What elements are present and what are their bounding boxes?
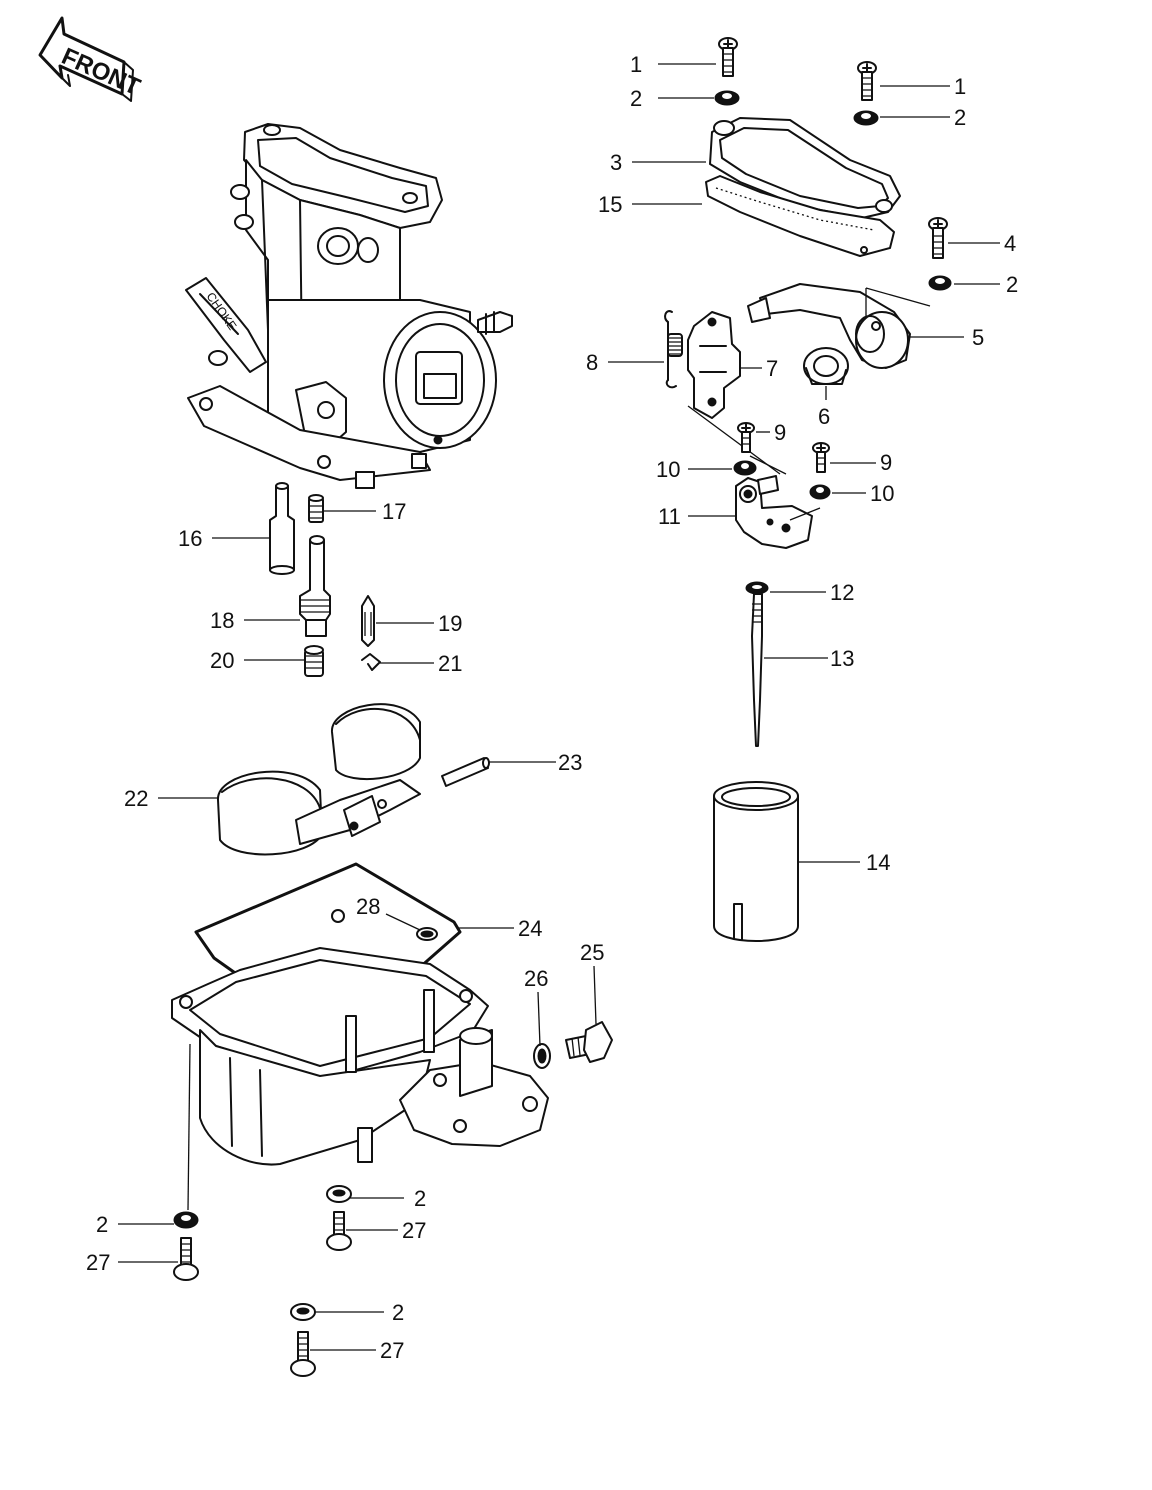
callout-19: 20: [210, 648, 234, 673]
callout-13: 13: [830, 646, 854, 671]
washer-26: [533, 1043, 551, 1069]
callout-28: 28: [356, 894, 380, 919]
callout-2: 2: [630, 86, 642, 111]
screw-1-right: [857, 61, 877, 101]
callout-2: 2: [1006, 272, 1018, 297]
float-needle-20: [361, 595, 375, 647]
front-arrow-badge: FRONT: [38, 16, 144, 102]
callout-3: 3: [610, 150, 622, 175]
callout-9: 9: [880, 450, 892, 475]
top-cover-assembly: [705, 37, 901, 257]
callout-14: 14: [866, 850, 890, 875]
callout-7: 7: [766, 356, 778, 381]
pilot-jet-17: [308, 494, 324, 523]
clip-12: [745, 581, 769, 595]
callout-2: 2: [392, 1300, 404, 1325]
callout-11: 11: [658, 504, 681, 529]
callout-8: 8: [586, 350, 598, 375]
callout-1: 1: [954, 74, 966, 99]
callout-17: 17: [382, 499, 406, 524]
callout-23: 23: [558, 750, 582, 775]
callout-1: 1: [630, 52, 642, 77]
callout-5: 5: [972, 325, 984, 350]
top-cover-3: [709, 117, 901, 219]
callout-27: 27: [86, 1250, 110, 1275]
callout-10: 10: [870, 481, 894, 506]
main-jet-19: [304, 645, 324, 677]
washer-10-left: [733, 460, 757, 476]
callout-15: 15: [598, 192, 622, 217]
callout-12: 12: [830, 580, 854, 605]
callout-6: 6: [818, 404, 830, 429]
choke-linkage: [664, 310, 831, 549]
callout-20: 19: [438, 611, 462, 636]
float-bowl: [171, 909, 549, 1166]
washer-2-lever: [928, 275, 952, 291]
washer-2-right: [853, 110, 879, 126]
washer-2-bowl-center: [326, 1185, 352, 1203]
callout-2: 2: [414, 1186, 426, 1211]
bracket-7: [687, 311, 741, 419]
screw-27-bowl-left: [173, 1237, 199, 1281]
jets-assembly: [269, 482, 381, 677]
needle-assembly: [713, 581, 799, 942]
clip-21: [361, 653, 381, 671]
screw-9-left: [737, 422, 755, 453]
washer-2-left: [714, 90, 740, 106]
washer-2-bowl-left: [173, 1211, 199, 1229]
spring-8: [664, 310, 683, 389]
callout-18: 18: [210, 608, 234, 633]
screw-1-left: [718, 37, 738, 77]
throttle-lever-5: [747, 283, 911, 369]
lever-assembly: [747, 217, 952, 385]
callout-2: 2: [954, 105, 966, 130]
callout-9: 9: [774, 420, 786, 445]
jet-needle-13: [751, 593, 763, 747]
callout-21: 21: [438, 651, 462, 676]
screw-27-bottom: [290, 1331, 316, 1377]
callout-10: 10: [656, 457, 680, 482]
screw-9-right: [812, 442, 830, 473]
callout-25: 25: [580, 940, 604, 965]
callout-26: 26: [524, 966, 548, 991]
bracket-11: [735, 475, 821, 549]
callout-16: 16: [178, 526, 202, 551]
screw-27-bowl-center: [326, 1211, 352, 1251]
leader-lines: [118, 63, 1000, 1351]
float-22: [216, 703, 421, 856]
bowl-gasket-24: [194, 862, 462, 1018]
callout-27: 27: [380, 1338, 404, 1363]
washer-28: [416, 927, 438, 941]
washer-10-right: [809, 484, 831, 500]
carburetor-body: CHOKE: [185, 123, 513, 489]
callout-24: 24: [518, 916, 542, 941]
screw-4: [928, 217, 948, 259]
callout-2: 2: [96, 1212, 108, 1237]
callout-22: 22: [124, 786, 148, 811]
drain-plug-25: [565, 1021, 613, 1063]
washer-2-bottom: [290, 1303, 316, 1321]
callout-4: 4: [1004, 231, 1016, 256]
gasket-15: [705, 175, 895, 257]
callout-27: 27: [402, 1218, 426, 1243]
jet-holder-18: [299, 535, 331, 637]
callout-labels: 1 1 2 2 3 15 4 2 5 8 7 6 9 9 10 10 11 12…: [86, 52, 1018, 1363]
needle-jet-16: [269, 482, 295, 575]
throttle-valve-14: [713, 781, 799, 942]
float-pin-23: [441, 757, 490, 787]
seal-6: [803, 347, 849, 385]
